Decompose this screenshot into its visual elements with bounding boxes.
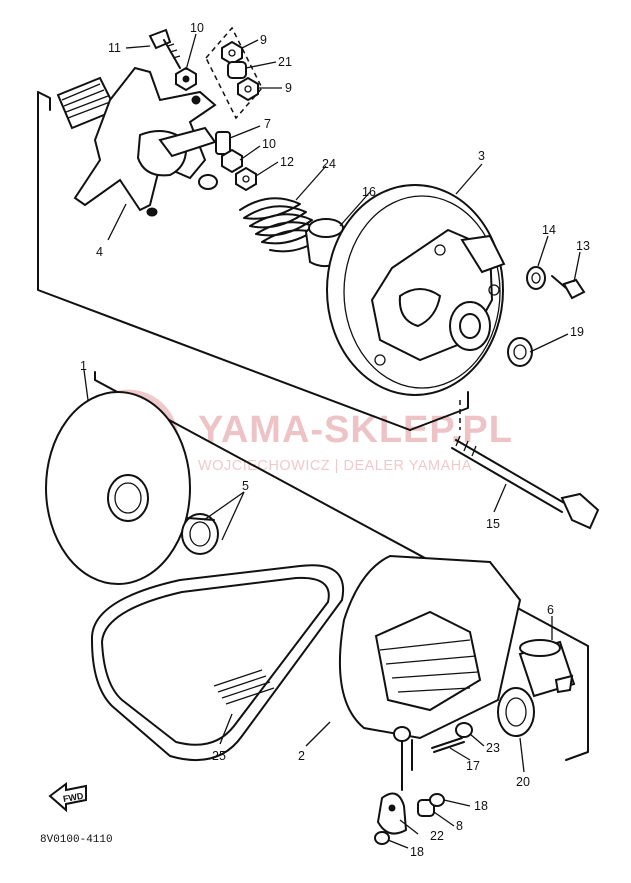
part-10-nut-lower <box>221 148 243 174</box>
callout-6: 6 <box>547 603 554 617</box>
callout-1: 1 <box>80 359 87 373</box>
part-17-pin <box>431 737 465 753</box>
part-20-oil-seal <box>497 687 535 737</box>
fwd-label: FWD <box>62 791 84 804</box>
part-8-roller <box>417 799 435 817</box>
part-15-long-bolt <box>451 435 600 530</box>
part-24-spring <box>239 197 325 253</box>
leader-lines <box>83 33 581 849</box>
part-18-washer-lower <box>374 831 390 845</box>
callout-2: 2 <box>298 749 305 763</box>
part-18-washer-upper <box>429 793 445 807</box>
part-9-nut-upper <box>221 40 243 66</box>
callout-18-lower: 18 <box>410 845 424 859</box>
callout-17: 17 <box>466 759 480 773</box>
callout-19: 19 <box>570 325 584 339</box>
part-14-washer <box>526 266 546 290</box>
part-9-nut-lower <box>237 76 259 102</box>
part-12-nut <box>235 166 257 192</box>
callout-10-upper: 10 <box>190 21 204 35</box>
diagram-part-code: 8V0100-4110 <box>40 834 113 846</box>
callout-21: 21 <box>278 55 292 69</box>
part-21-collar <box>227 61 247 79</box>
callout-labels: 11 10 9 21 9 7 10 12 24 16 3 4 14 13 19 … <box>80 21 590 859</box>
callout-8: 8 <box>456 819 463 833</box>
callout-20: 20 <box>516 775 530 789</box>
callout-15: 15 <box>486 517 500 531</box>
callout-9-upper: 9 <box>260 33 267 47</box>
part-13-bolt <box>551 275 586 300</box>
part-25-drive-belt <box>90 564 345 762</box>
part-7-pin <box>215 131 231 155</box>
part-23-cap <box>455 722 473 738</box>
part-22-weight <box>376 792 408 835</box>
part-10-nut-upper <box>175 66 197 92</box>
callout-13: 13 <box>576 239 590 253</box>
callout-18-upper: 18 <box>474 799 488 813</box>
callout-25: 25 <box>212 749 226 763</box>
part-5-bushing <box>181 513 219 555</box>
callout-14: 14 <box>542 223 556 237</box>
callout-22: 22 <box>430 829 444 843</box>
callout-12: 12 <box>280 155 294 169</box>
upper-frame-lines <box>37 91 469 431</box>
callout-23: 23 <box>486 741 500 755</box>
part-4-fixed-sheave-hub <box>56 66 218 217</box>
fwd-direction-arrow: FWD <box>48 782 87 813</box>
part-1-fixed-sheave <box>45 391 191 585</box>
callout-4: 4 <box>96 245 103 259</box>
part-19-bushing <box>507 337 533 367</box>
part-11-bolt <box>148 28 181 69</box>
callout-3: 3 <box>478 149 485 163</box>
part-3-sheave-cover <box>326 184 506 396</box>
watermark-subtitle: WOJCIECHOWICZ | DEALER YAMAHA <box>198 458 472 474</box>
callout-11: 11 <box>108 41 121 55</box>
callout-10-lower: 10 <box>262 137 276 151</box>
part-2-secondary-sheave <box>338 554 522 791</box>
callout-24: 24 <box>322 157 336 171</box>
callout-9-lower: 9 <box>285 81 292 95</box>
callout-7: 7 <box>264 117 271 131</box>
part-6-sleeve <box>518 639 576 698</box>
callout-16: 16 <box>362 185 376 199</box>
callout-5: 5 <box>242 479 249 493</box>
